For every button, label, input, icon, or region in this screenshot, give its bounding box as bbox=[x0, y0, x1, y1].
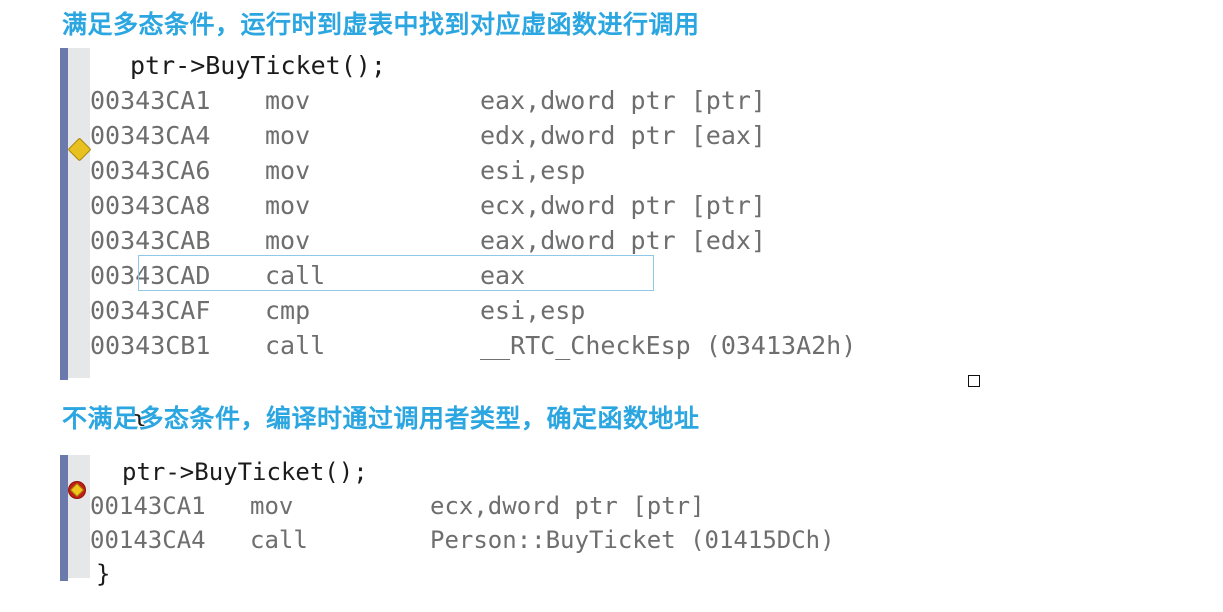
instruction-mnemonic: call bbox=[265, 331, 326, 360]
instruction-address: 00343CA4 bbox=[90, 121, 211, 150]
instruction-operands: Person::BuyTicket (01415DCh) bbox=[430, 526, 835, 554]
table-row[interactable]: 00343CA6 mov esi,esp bbox=[90, 153, 1200, 188]
instruction-mnemonic: mov bbox=[265, 191, 311, 220]
gutter-margin bbox=[68, 48, 90, 378]
heading-non-polymorphic-condition: 不满足多态条件，编译时通过调用者类型，确定函数地址 bbox=[62, 404, 700, 433]
instruction-operands: ecx,dword ptr [ptr] bbox=[480, 191, 766, 220]
table-row-highlighted[interactable]: 00343CAD call eax bbox=[90, 258, 1200, 293]
instruction-mnemonic: mov bbox=[265, 226, 311, 255]
instruction-operands: eax bbox=[480, 261, 526, 290]
instruction-address: 00143CA4 bbox=[90, 526, 206, 554]
instruction-mnemonic: mov bbox=[250, 492, 294, 520]
disassembly-block-virtual-call: ptr->BuyTicket(); 00343CA1 mov eax,dword p… bbox=[60, 48, 1200, 426]
instruction-operands: esi,esp bbox=[480, 156, 586, 185]
instruction-operands: edx,dword ptr [eax] bbox=[480, 121, 766, 150]
source-code-row: ptr->BuyTicket(); bbox=[90, 455, 1200, 489]
instruction-mnemonic: call bbox=[250, 526, 308, 554]
code-listing-virtual: ptr->BuyTicket(); 00343CA1 mov eax,dword p… bbox=[90, 48, 1200, 426]
stray-square-artifact bbox=[968, 375, 980, 387]
gutter-indicator-bar bbox=[60, 455, 68, 581]
gutter-indicator-bar bbox=[60, 48, 68, 380]
instruction-mnemonic: mov bbox=[265, 121, 311, 150]
instruction-mnemonic: call bbox=[265, 261, 326, 290]
table-row[interactable]: 00343CA1 mov eax,dword ptr [ptr] bbox=[90, 83, 1200, 118]
instruction-mnemonic: mov bbox=[265, 156, 311, 185]
instruction-address: 00343CAB bbox=[90, 226, 211, 255]
source-code-row: ptr->BuyTicket(); bbox=[90, 48, 1200, 83]
gutter-margin bbox=[68, 455, 90, 578]
table-row[interactable]: 00343CA8 mov ecx,dword ptr [ptr] bbox=[90, 188, 1200, 223]
instruction-address: 00343CAF bbox=[90, 296, 211, 325]
table-row[interactable]: 00143CA1 mov ecx,dword ptr [ptr] bbox=[90, 489, 1200, 523]
table-row[interactable]: 00343CAB mov eax,dword ptr [edx] bbox=[90, 223, 1200, 258]
disassembly-block-static-call: ptr->BuyTicket(); 00143CA1 mov ecx,dword p… bbox=[60, 455, 1200, 588]
instruction-address: 00343CA1 bbox=[90, 86, 211, 115]
instruction-address: 00343CA8 bbox=[90, 191, 211, 220]
closing-brace: } bbox=[96, 560, 111, 588]
source-statement: ptr->BuyTicket(); bbox=[130, 51, 386, 80]
instruction-mnemonic: cmp bbox=[265, 296, 311, 325]
table-row[interactable]: 00343CA4 mov edx,dword ptr [eax] bbox=[90, 118, 1200, 153]
selected-instruction-highlight[interactable] bbox=[138, 255, 654, 291]
instruction-mnemonic: mov bbox=[265, 86, 311, 115]
instruction-address: 00143CA1 bbox=[90, 492, 206, 520]
instruction-operands: eax,dword ptr [ptr] bbox=[480, 86, 766, 115]
source-statement: ptr->BuyTicket(); bbox=[122, 458, 368, 486]
instruction-operands: esi,esp bbox=[480, 296, 586, 325]
instruction-address: 00343CAD bbox=[90, 261, 211, 290]
table-row[interactable]: 00343CAF cmp esi,esp bbox=[90, 293, 1200, 328]
instruction-operands: __RTC_CheckEsp (03413A2h) bbox=[480, 331, 857, 360]
instruction-address: 00343CA6 bbox=[90, 156, 211, 185]
table-row[interactable]: 00143CA4 call Person::BuyTicket (01415DCh) bbox=[90, 523, 1200, 557]
heading-polymorphic-condition: 满足多态条件，运行时到虚表中找到对应虚函数进行调用 bbox=[62, 10, 700, 39]
code-listing-static: ptr->BuyTicket(); 00143CA1 mov ecx,dword p… bbox=[90, 455, 1200, 588]
instruction-address: 00343CB1 bbox=[90, 331, 211, 360]
instruction-operands: ecx,dword ptr [ptr] bbox=[430, 492, 705, 520]
table-row[interactable]: 00343CB1 call __RTC_CheckEsp (03413A2h) bbox=[90, 328, 1200, 363]
closing-brace: } bbox=[132, 412, 147, 426]
closing-brace-row: } bbox=[90, 557, 1200, 591]
instruction-operands: eax,dword ptr [edx] bbox=[480, 226, 766, 255]
breakpoint-icon[interactable] bbox=[69, 482, 85, 498]
